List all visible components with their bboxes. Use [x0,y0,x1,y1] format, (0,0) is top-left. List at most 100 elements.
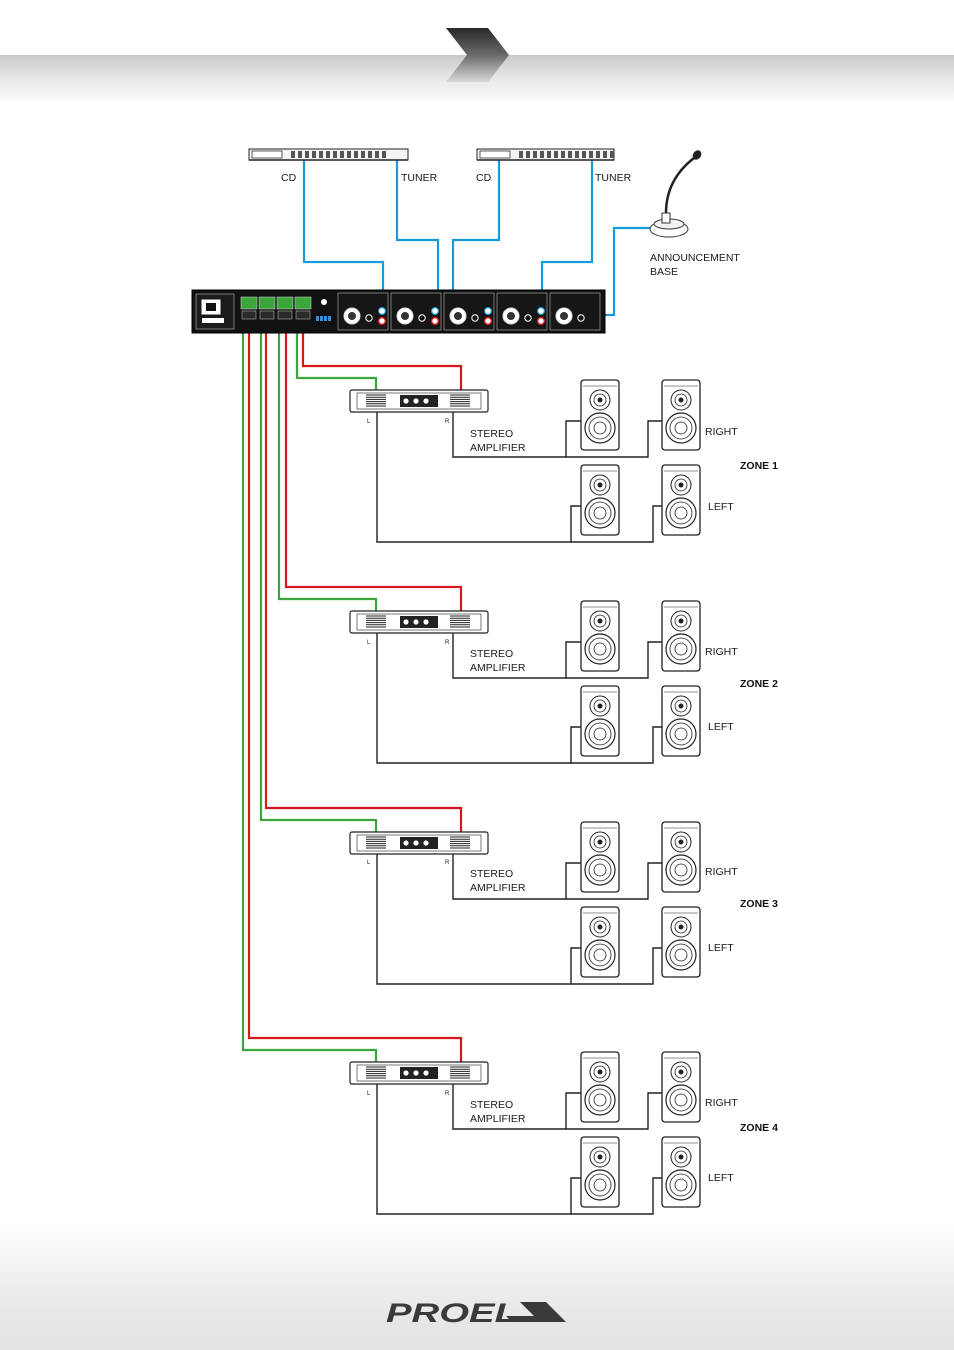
woofer-cone [584,854,616,886]
woofer-cone [665,1169,697,1201]
gain-trim [471,314,479,322]
tweeter-dome [678,482,684,488]
amp-right-channel: R [445,860,450,866]
rack-button [312,151,316,158]
loudspeaker-icon [580,1136,620,1208]
amp-knob [423,398,429,404]
terminal-screws [259,310,275,320]
rca-left-jack [484,307,493,316]
rack-tray [251,150,283,159]
tweeter-ring [674,699,688,713]
stereo-amplifier-icon [349,610,489,634]
woofer-cap [674,1178,688,1192]
amp-left-channel: L [367,419,371,425]
tweeter-dome [597,924,603,930]
tweeter-dome [678,1154,684,1160]
rack-button [333,151,337,158]
speaker-wire-right-link [566,641,662,679]
woofer-surround [588,722,612,746]
zone-2-title: ZONE 2 [740,678,778,690]
blue-cable [451,160,501,300]
amp-knob [403,619,409,625]
speaker-wire-right-link [566,862,662,900]
amplifier-label-line1: STEREO [470,428,513,440]
rca-left-jack [378,307,387,316]
zone-4-labels: STEREO AMPLIFIER L R RIGHT LEFT ZONE 4 [367,1091,778,1184]
terminal-screws [241,310,257,320]
zone-equipment [349,379,701,1208]
terminal-block [258,296,276,310]
woofer-cap [593,421,607,435]
zone-3-title: ZONE 3 [740,898,778,910]
source-devices [248,148,615,161]
rca-right-jack [483,316,493,326]
woofer-surround [588,416,612,440]
rack-button [554,151,558,158]
rca-right-jack [430,316,440,326]
green-cable-left [295,322,378,390]
loudspeaker-icon [661,1136,701,1208]
amp-knob [413,619,419,625]
tweeter-dome [597,482,603,488]
rack-button [354,151,358,158]
speaker-wires [376,411,662,1215]
red-cable-right [284,322,463,611]
dip-switch [328,316,331,321]
dip-switch [320,316,323,321]
rack-button [561,151,565,158]
amp-knob [423,619,429,625]
red-cable-right [301,322,463,390]
rca-left-jack [431,307,440,316]
woofer-cap [674,421,688,435]
woofer-cap [674,863,688,877]
zone-output-terminals [240,296,312,320]
rack-button [603,151,607,158]
stereo-amplifier-icon [349,1061,489,1085]
loudspeaker-icon [580,379,620,451]
tweeter-dome [597,1069,603,1075]
loudspeaker-icon [580,1051,620,1123]
speaker-wire-right-link [566,420,662,458]
rack-button [575,151,579,158]
amp-faceplate [356,834,482,852]
tweeter-ring [674,478,688,492]
tweeter-dome [678,1069,684,1075]
chevron-arrow-icon [446,28,509,82]
tweeter-ring [593,478,607,492]
brand-logo-text: PROEL [386,1298,518,1328]
dip-switch [324,316,327,321]
amp-left-channel: L [367,640,371,646]
speaker-right-label: RIGHT [705,646,738,658]
tweeter-dome [597,397,603,403]
woofer-cap [674,948,688,962]
amp-knob [413,1070,419,1076]
rack-button [519,151,523,158]
tweeter-ring [593,1065,607,1079]
speaker-left-label: LEFT [708,721,734,733]
source-1-cd-label: CD [281,172,297,184]
speaker-right-label: RIGHT [705,866,738,878]
rca-right-jack [536,316,546,326]
rack-tray [479,150,511,159]
woofer-surround [588,943,612,967]
amp-right-channel: R [445,640,450,646]
source-2-cd-label: CD [476,172,492,184]
blue-cable [395,160,440,300]
woofer-cone [665,633,697,665]
woofer-cap [674,642,688,656]
xlr-combo-center [507,312,515,320]
rack-button [298,151,302,158]
woofer-cone [665,412,697,444]
speaker-left-label: LEFT [708,501,734,513]
xlr-combo-center [454,312,462,320]
tweeter-ring [593,393,607,407]
ground-screw [321,299,327,305]
woofer-cap [593,1178,607,1192]
tweeter-ring [593,699,607,713]
zone-cables [241,322,463,1062]
speaker-wire-left-link [571,505,662,543]
speaker-wire-left-link [571,1177,662,1215]
zone-mixer-rear-panel [191,289,606,334]
amp-display [400,837,438,849]
woofer-cone [665,1084,697,1116]
